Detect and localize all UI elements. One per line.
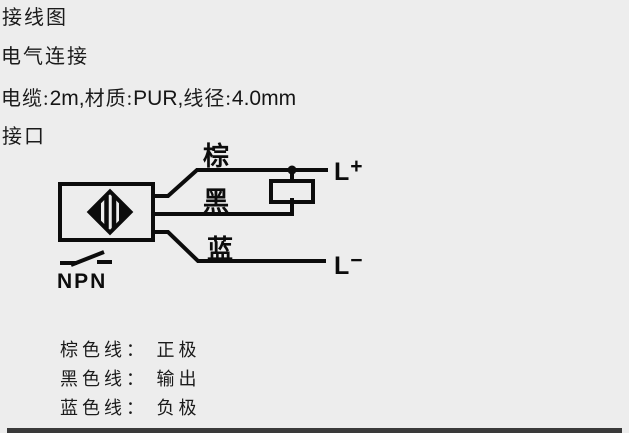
legend-blue-line: 蓝色线： 负极	[60, 398, 201, 418]
wire-label-brown: 棕	[203, 141, 230, 171]
sensor-symbol-right-triangle	[119, 201, 130, 223]
cable-spec-seg-latin: 4.0mm	[231, 87, 297, 110]
sensor-symbol-left-triangle	[90, 201, 101, 223]
cable-spec-seg-cjk: 材质:	[84, 88, 134, 110]
wire-label-black: 黑	[203, 186, 230, 216]
legend-black-line: 黑色线： 输出	[60, 369, 201, 389]
page-title: 接线图	[2, 7, 68, 29]
transistor-type-label: NPN	[57, 270, 108, 293]
cable-spec-seg-latin: PUR,	[133, 87, 184, 110]
terminal-l-minus-letter: L	[334, 252, 350, 280]
legend-brown-line: 棕色线： 正极	[60, 340, 201, 360]
sensor-symbol-diamond	[86, 188, 134, 236]
bottom-edge-bar	[7, 428, 622, 433]
cable-spec-line: 电缆:2m,材质:PUR,线径:4.0mm	[1, 88, 296, 109]
switch-icon	[60, 250, 112, 267]
wire-blue	[153, 230, 326, 263]
section-label-interface: 接口	[2, 126, 46, 148]
plus-sign: +	[350, 155, 363, 178]
switch-blade	[70, 250, 105, 267]
terminal-l-plus: L+	[334, 156, 363, 186]
cable-spec-seg-cjk: 线径:	[183, 88, 232, 110]
wire-label-blue: 蓝	[207, 234, 234, 264]
subtitle-electrical-connection: 电气连接	[1, 46, 89, 68]
minus-sign: −	[350, 249, 363, 272]
sensor-symbol	[86, 188, 134, 236]
wire-color-legend: 棕色线： 正极 黑色线： 输出 蓝色线： 负极	[60, 336, 201, 423]
cable-spec-seg-latin: 2m,	[49, 87, 85, 110]
cable-spec-seg-cjk: 电缆:	[1, 88, 50, 110]
terminal-l-minus: L−	[334, 250, 363, 280]
terminal-l-plus-letter: L	[334, 158, 350, 186]
junction-dot	[287, 165, 297, 175]
wire-brown	[153, 168, 328, 198]
